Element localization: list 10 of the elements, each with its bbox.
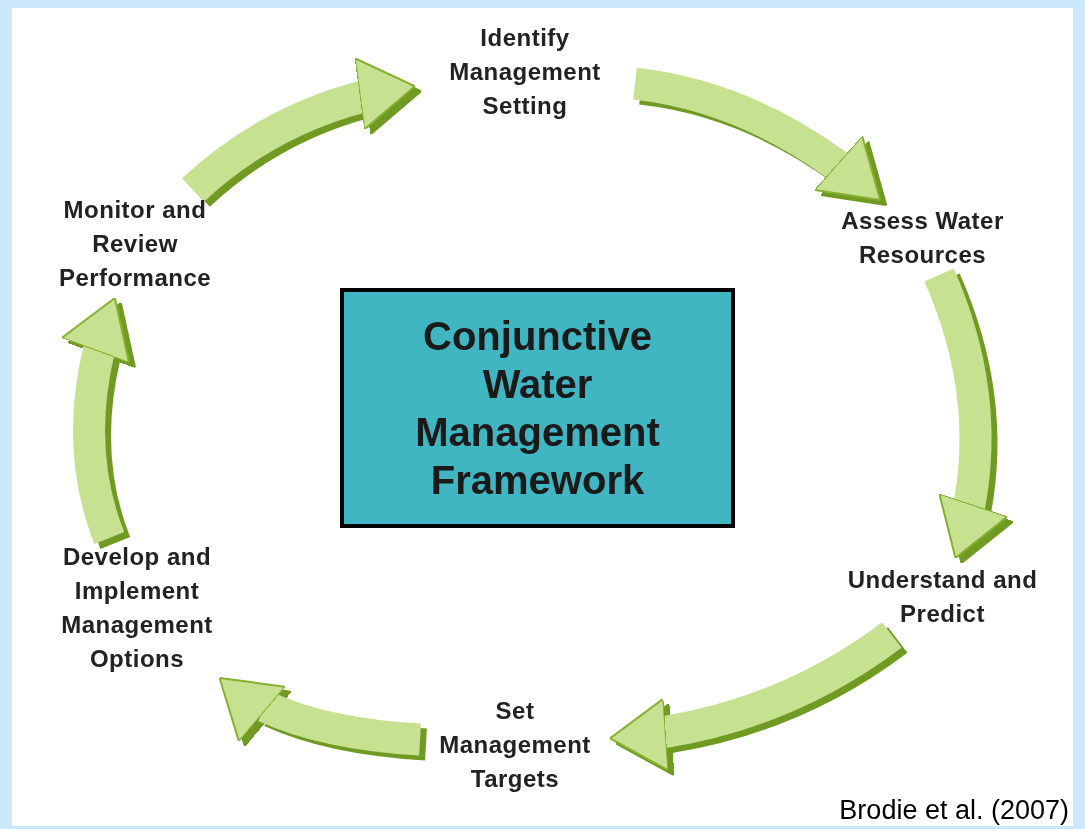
step-label: Monitor and Review Performance — [26, 190, 244, 298]
step-label: Set Management Targets — [420, 690, 610, 800]
curved-arrow — [182, 58, 418, 202]
step-label: Identify Management Setting — [415, 18, 635, 125]
framework-box: Conjunctive Water Management Framework — [340, 288, 735, 528]
curved-arrow — [608, 622, 902, 771]
citation-text: Brodie et al. (2007) — [839, 794, 1069, 827]
step-label: Assess Water Resources — [815, 200, 1030, 275]
step-label: Understand and Predict — [815, 558, 1070, 635]
step-label: Develop and Implement Management Options — [26, 538, 248, 678]
